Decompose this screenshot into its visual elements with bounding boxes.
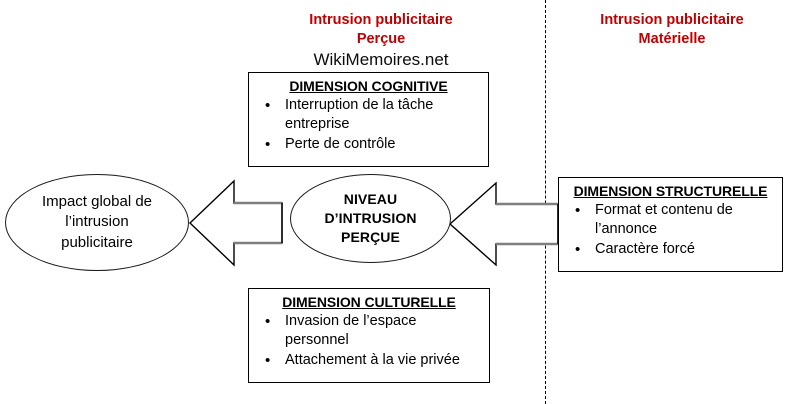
ellipse-niveau-line1: NIVEAU: [343, 190, 398, 207]
box-cognitive-title: DIMENSION COGNITIVE: [289, 78, 448, 94]
box-structural-list: • Format et contenu de l’annonce • Caractè…: [559, 201, 782, 259]
header-perceived-intrusion: Intrusion publicitaire Perçue: [253, 11, 509, 48]
list-item: • Invasion de l’espace personnel: [259, 312, 483, 351]
list-item-label: Attachement à la vie privée: [285, 351, 460, 368]
list-item: • Interruption de la tâche entreprise: [259, 96, 482, 135]
box-structural-title: DIMENSION STRUCTURELLE: [573, 183, 768, 199]
list-item: • Perte de contrôle: [259, 135, 482, 154]
arrow-right-block: [448, 180, 560, 268]
ellipse-niveau-line2: D’INTRUSION: [324, 209, 417, 226]
box-cognitive-list: • Interruption de la tâche entreprise • Pe…: [249, 96, 488, 154]
ellipse-impact-global: Impact global de l’intrusion publicitair…: [5, 174, 189, 271]
bullet-icon: •: [575, 202, 581, 219]
ellipse-impact-line1: Impact global de: [41, 193, 153, 211]
ellipse-impact-line2: l’intrusion: [65, 213, 129, 231]
header-material-line2: Matérielle: [638, 30, 706, 47]
list-item: • Format et contenu de l’annonce: [569, 201, 776, 240]
arrow-left-icon: [188, 179, 283, 267]
ellipse-niveau-line3: PERÇUE: [341, 229, 400, 246]
list-item-label: Perte de contrôle: [285, 135, 396, 152]
box-dimension-culturelle: DIMENSION CULTURELLE • Invasion de l’espa…: [248, 288, 490, 383]
ellipse-impact-text: Impact global de l’intrusion publicitair…: [28, 192, 166, 253]
list-item: • Caractère forcé: [569, 240, 776, 259]
header-material-line1: Intrusion publicitaire: [600, 12, 744, 28]
list-item-label: Invasion de l’espace personnel: [285, 313, 417, 349]
bullet-icon: •: [265, 135, 271, 153]
header-perceived-line1: Intrusion publicitaire: [309, 12, 453, 28]
header-material-intrusion: Intrusion publicitaire Matérielle: [552, 11, 792, 48]
vertical-dashed-divider: [545, 0, 546, 404]
bullet-icon: •: [575, 240, 581, 258]
bullet-icon: •: [265, 313, 271, 330]
box-dimension-cognitive: DIMENSION COGNITIVE • Interruption de la …: [248, 72, 489, 167]
watermark-text: WikiMemoires.net: [313, 50, 449, 69]
box-dimension-structurelle: DIMENSION STRUCTURELLE • Format et conten…: [558, 177, 783, 272]
list-item-label: Interruption de la tâche entreprise: [285, 97, 434, 133]
bullet-icon: •: [265, 97, 271, 114]
list-item-label: Caractère forcé: [595, 240, 695, 257]
arrow-left-block: [188, 177, 284, 269]
bullet-icon: •: [265, 351, 271, 369]
arrow-left-icon: [448, 181, 559, 267]
box-cultural-list: • Invasion de l’espace personnel • Attache…: [249, 312, 489, 370]
box-cultural-title: DIMENSION CULTURELLE: [282, 294, 456, 310]
list-item: • Attachement à la vie privée: [259, 351, 483, 370]
ellipse-niveau-text: NIVEAU D’INTRUSION PERÇUE: [324, 190, 416, 248]
ellipse-impact-line3: publicitaire: [61, 233, 133, 251]
ellipse-niveau-intrusion-percue: NIVEAU D’INTRUSION PERÇUE: [290, 174, 451, 263]
list-item-label: Format et contenu de l’annonce: [595, 202, 733, 238]
header-perceived-line2: Perçue: [356, 30, 406, 47]
